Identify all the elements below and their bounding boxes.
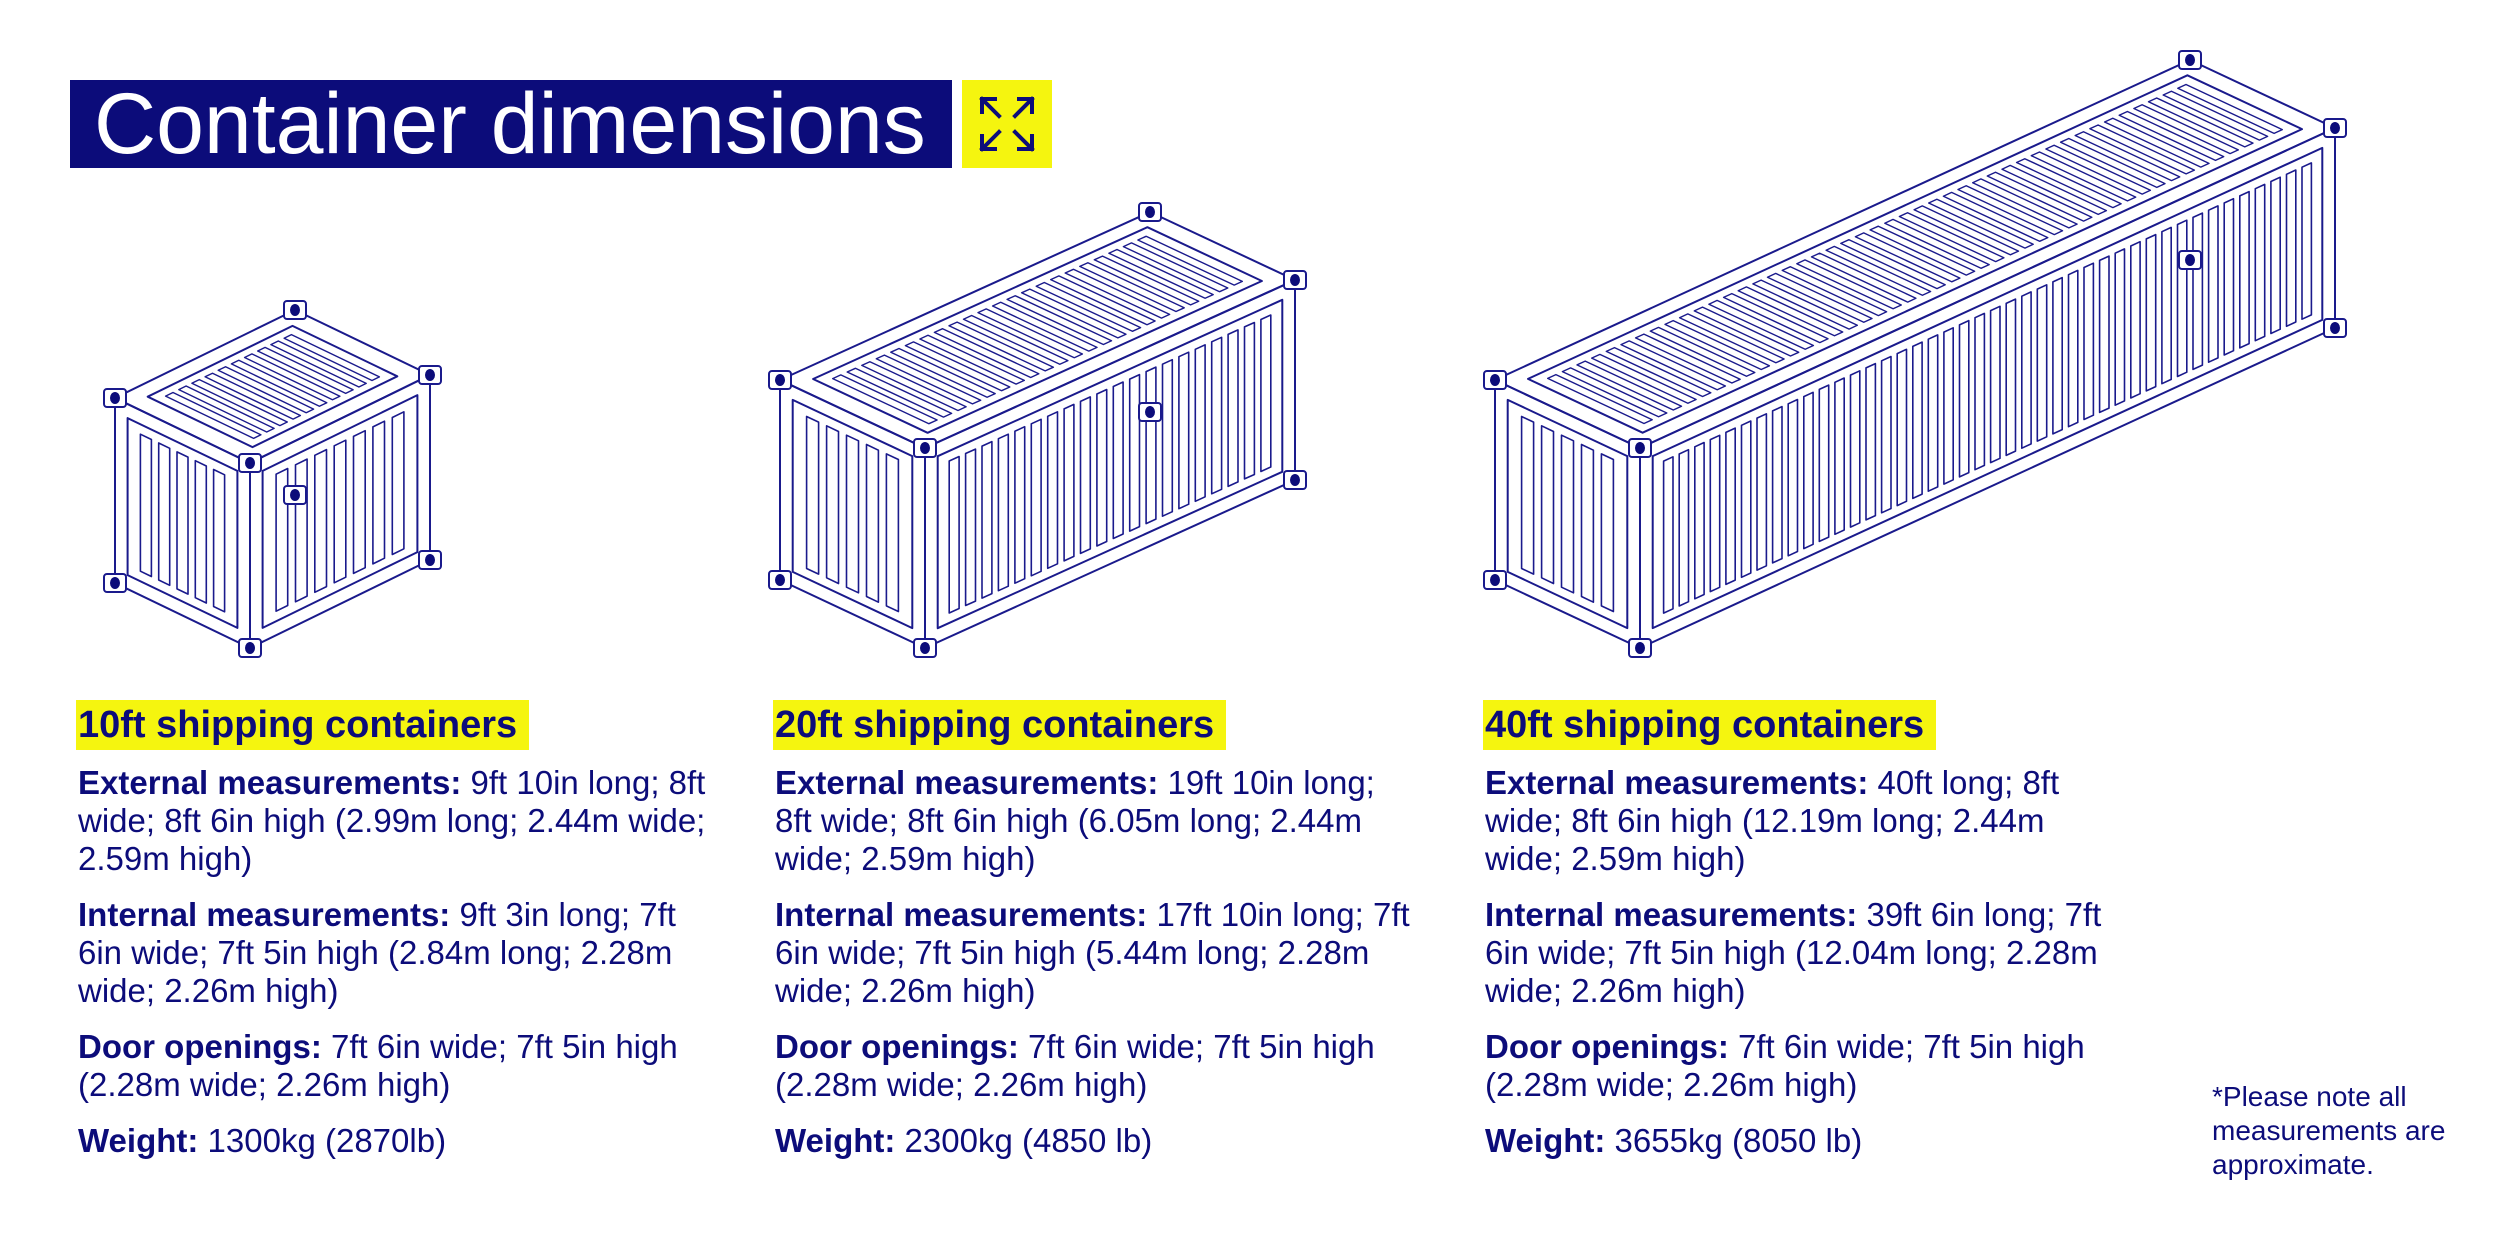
internal-label: Internal measurements: <box>775 896 1148 933</box>
weight-value: 3655kg (8050 lb) <box>1605 1122 1863 1159</box>
weight-label: Weight: <box>78 1122 199 1159</box>
weight-value: 1300kg (2870lb) <box>198 1122 447 1159</box>
page-title: Container dimensions <box>70 80 952 168</box>
internal-value: 17ft 10in long; 7ft 6in wide; 7ft 5in hi… <box>775 896 1410 1009</box>
internal-measurements: Internal measurements: 9ft 3in long; 7ft… <box>78 896 718 1010</box>
container-40ft-illustration <box>1483 50 2347 658</box>
weight-label: Weight: <box>1485 1122 1606 1159</box>
door-openings: Door openings: 7ft 6in wide; 7ft 5in hig… <box>1485 1028 2125 1104</box>
door-openings: Door openings: 7ft 6in wide; 7ft 5in hig… <box>775 1028 1415 1104</box>
internal-label: Internal measurements: <box>78 896 451 933</box>
weight-value: 2300kg (4850 lb) <box>895 1122 1153 1159</box>
external-measurements: External measurements: 19ft 10in long; 8… <box>775 764 1415 878</box>
external-measurements: External measurements: 40ft long; 8ft wi… <box>1485 764 2125 878</box>
door-label: Door openings: <box>1485 1028 1729 1065</box>
approximate-note: *Please note all measurements are approx… <box>2212 1081 2446 1180</box>
door-value: 7ft 6in wide; 7ft 5in high (2.28m wide; … <box>775 1028 1375 1103</box>
internal-measurements: Internal measurements: 17ft 10in long; 7… <box>775 896 1415 1010</box>
container-10ft-illustration <box>103 300 442 658</box>
external-measurements: External measurements: 9ft 10in long; 8f… <box>78 764 718 878</box>
internal-value: 39ft 6in long; 7ft 6in wide; 7ft 5in hig… <box>1485 896 2102 1009</box>
door-label: Door openings: <box>78 1028 322 1065</box>
external-value: 40ft long; 8ft wide; 8ft 6in high (12.19… <box>1485 764 2060 877</box>
internal-value: 9ft 3in long; 7ft 6in wide; 7ft 5in high… <box>78 896 676 1009</box>
door-value: 7ft 6in wide; 7ft 5in high (2.28m wide; … <box>1485 1028 2085 1103</box>
weight: Weight: 1300kg (2870lb) <box>78 1122 718 1160</box>
container-40ft-info: 40ft shipping containers External measur… <box>1483 700 2125 1160</box>
container-heading: 10ft shipping containers <box>76 700 530 750</box>
external-label: External measurements: <box>78 764 462 801</box>
external-label: External measurements: <box>1485 764 1869 801</box>
expand-arrows-icon[interactable] <box>961 80 1052 168</box>
external-value: 19ft 10in long; 8ft wide; 8ft 6in high (… <box>775 764 1375 877</box>
container-20ft-info: 20ft shipping containers External measur… <box>773 700 1415 1160</box>
internal-measurements: Internal measurements: 39ft 6in long; 7f… <box>1485 896 2125 1010</box>
container-10ft-info: 10ft shipping containers External measur… <box>76 700 718 1160</box>
weight: Weight: 2300kg (4850 lb) <box>775 1122 1415 1160</box>
container-heading: 40ft shipping containers <box>1483 700 1937 750</box>
door-label: Door openings: <box>775 1028 1019 1065</box>
door-openings: Door openings: 7ft 6in wide; 7ft 5in hig… <box>78 1028 718 1104</box>
internal-label: Internal measurements: <box>1485 896 1858 933</box>
door-value: 7ft 6in wide; 7ft 5in high (2.28m wide; … <box>78 1028 678 1103</box>
weight: Weight: 3655kg (8050 lb) <box>1485 1122 2125 1160</box>
external-label: External measurements: <box>775 764 1159 801</box>
container-20ft-illustration <box>768 202 1307 658</box>
weight-label: Weight: <box>775 1122 896 1159</box>
container-heading: 20ft shipping containers <box>773 700 1227 750</box>
title-bar: Container dimensions <box>70 80 1052 168</box>
external-value: 9ft 10in long; 8ft wide; 8ft 6in high (2… <box>78 764 706 877</box>
